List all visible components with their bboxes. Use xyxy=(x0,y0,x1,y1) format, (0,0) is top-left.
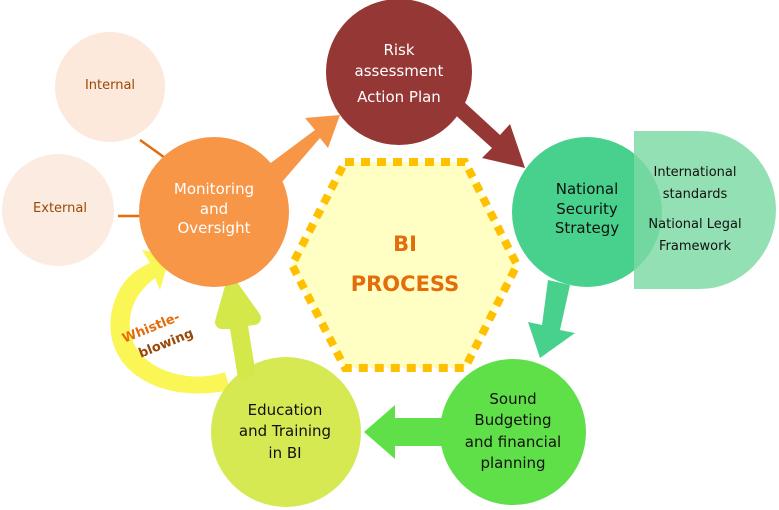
nss-line: Security xyxy=(556,199,618,218)
education-label: Education and Training in BI xyxy=(221,400,349,464)
nss-label: National Security Strategy xyxy=(523,180,651,239)
arrow-budget-to-education xyxy=(364,405,443,459)
risk-circle xyxy=(326,0,472,145)
risk-line: Action Plan xyxy=(357,88,441,106)
education-line: in BI xyxy=(268,443,302,462)
arrow-monitoring-to-risk xyxy=(268,115,340,182)
nss-line: National xyxy=(555,180,619,198)
budget-line: Sound xyxy=(489,390,537,408)
external-circle xyxy=(2,154,114,266)
arrow-nss-to-budget xyxy=(528,280,575,358)
center-hexagon xyxy=(287,158,522,372)
frameworks-box xyxy=(634,131,776,289)
connector-internal xyxy=(139,138,169,162)
center-title: BI PROCESS xyxy=(330,225,480,305)
budget-line: Budgeting xyxy=(474,411,552,430)
frameworks-line: Framework xyxy=(659,239,731,255)
external-label: External xyxy=(33,201,87,216)
budget-line: planning xyxy=(480,453,546,472)
education-line: and Training xyxy=(238,422,332,441)
arrow-education-to-monitoring xyxy=(215,280,261,379)
nss-circle xyxy=(512,137,662,287)
arrow-risk-to-nss xyxy=(452,100,525,168)
monitoring-circle xyxy=(139,137,289,287)
monitoring-line: Oversight xyxy=(177,219,251,237)
frameworks-line: standards xyxy=(662,187,728,203)
frameworks-line: International xyxy=(653,165,737,180)
internal-circle xyxy=(55,32,165,142)
center-title-line: PROCESS xyxy=(350,271,460,296)
risk-line: Risk xyxy=(383,41,415,59)
monitoring-label: Monitoring and Oversight xyxy=(150,180,278,239)
education-line: Education xyxy=(247,401,323,419)
risk-label: Risk assessment Action Plan xyxy=(335,40,463,108)
budget-line: and financial xyxy=(464,432,562,451)
frameworks-line: National Legal xyxy=(648,217,742,233)
risk-line: assessment xyxy=(354,62,444,80)
monitoring-line: Monitoring xyxy=(173,180,255,198)
internal-label: Internal xyxy=(84,78,136,93)
center-title-line: BI xyxy=(393,232,417,256)
budget-label: Sound Budgeting and financial planning xyxy=(449,389,577,474)
budget-circle xyxy=(440,359,586,505)
education-circle xyxy=(211,357,361,507)
nss-line: Strategy xyxy=(554,219,620,237)
frameworks-label: International standards National Legal F… xyxy=(640,162,750,258)
whistleblowing-arrow xyxy=(110,250,230,394)
monitoring-line: and xyxy=(199,199,229,218)
